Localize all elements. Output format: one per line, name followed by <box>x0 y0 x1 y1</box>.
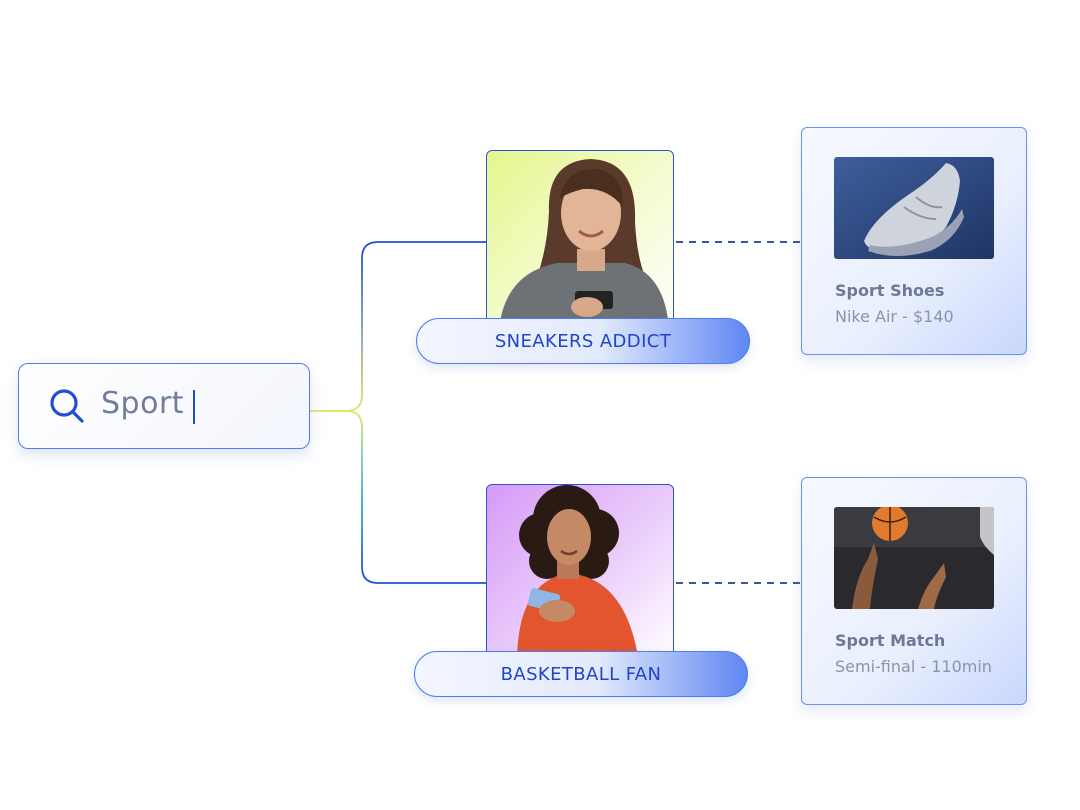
search-query: Sport <box>101 386 185 421</box>
product-detail: Semi-final - 110min <box>835 657 992 676</box>
woman-with-phone-photo <box>499 159 669 327</box>
branch-line-top <box>310 241 488 412</box>
text-caret <box>193 390 195 424</box>
persona-label-sneakers-addict[interactable]: SNEAKERS ADDICT <box>416 318 750 364</box>
search-box[interactable]: Sport <box>18 363 310 449</box>
sneaker-image <box>834 157 994 259</box>
product-name: Sport Match <box>835 631 946 650</box>
persona-card-sneakers-addict[interactable] <box>486 150 674 328</box>
woman-with-phone-photo <box>517 485 639 661</box>
persona-label-basketball-fan[interactable]: BASKETBALL FAN <box>414 651 748 697</box>
product-thumbnail-sneaker <box>834 157 994 259</box>
branch-line-bottom <box>310 410 488 584</box>
search-icon <box>50 389 84 423</box>
product-card-sport-shoes[interactable]: Sport Shoes Nike Air - $140 <box>801 127 1027 355</box>
product-card-sport-match[interactable]: Sport Match Semi-final - 110min <box>801 477 1027 705</box>
product-name: Sport Shoes <box>835 281 945 300</box>
product-thumbnail-basketball <box>834 507 994 609</box>
persona-card-basketball-fan[interactable] <box>486 484 674 662</box>
basketball-image <box>834 507 994 609</box>
product-detail: Nike Air - $140 <box>835 307 954 326</box>
